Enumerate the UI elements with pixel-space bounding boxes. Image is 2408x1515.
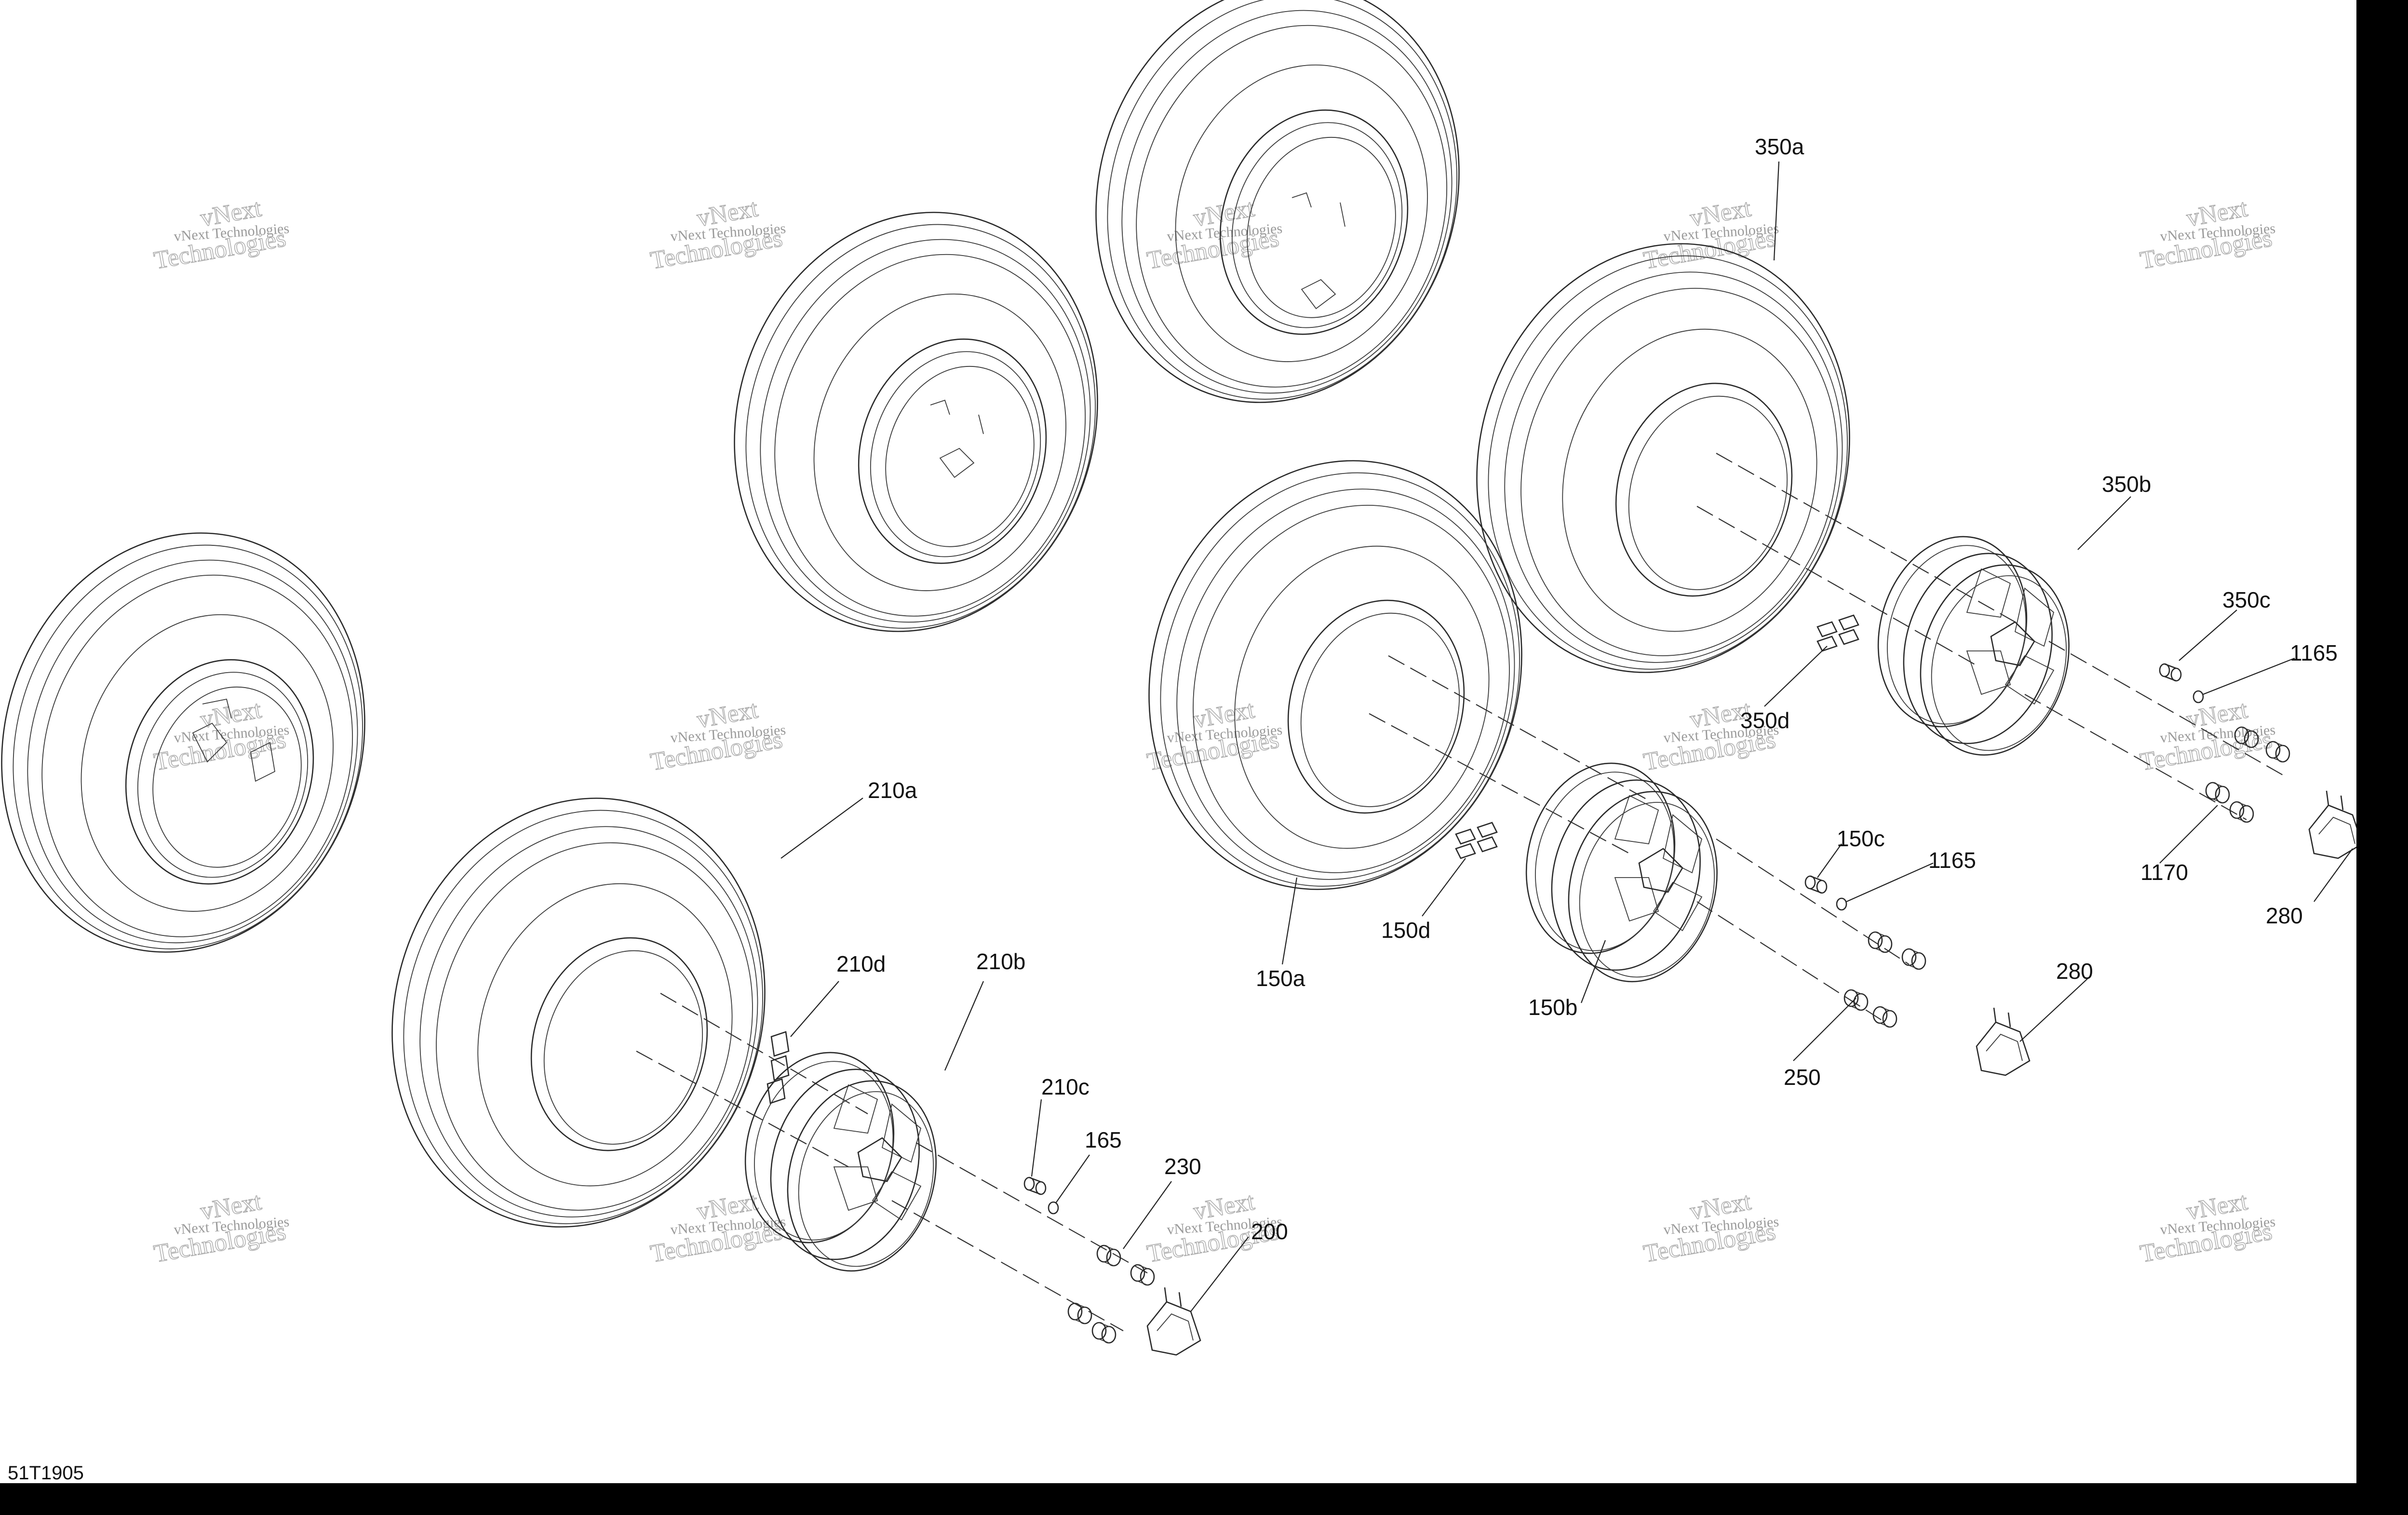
center-cap-280-mid [1976,1007,2031,1076]
center-cap-280-right [2308,790,2356,859]
nut-1165-top [2193,690,2204,703]
callout-labels: 350a 350b 350c 350d 1165 1170 280 150c 1… [836,134,2338,1244]
drawing-sheet: vNext vNext Technologies Technologies vN… [0,0,2356,1483]
label-350c: 350c [2222,587,2271,612]
lug-nuts-left [1067,1244,1155,1344]
label-350d: 350d [1740,708,1789,733]
label-200: 200 [1251,1219,1288,1244]
tire-150a [1096,413,1575,937]
nut-165 [1048,1201,1059,1215]
watermark-grid: vNext vNext Technologies Technologies vN… [151,194,2276,1268]
wheel-weights-350d [1816,614,1859,652]
label-350a: 350a [1755,134,1804,159]
label-210d: 210d [836,951,886,976]
leader-lines [780,161,2353,1312]
rim-350b [1857,519,2090,773]
label-150d: 150d [1381,918,1430,943]
rim-150b [1505,745,1738,1000]
label-280-mid: 280 [2056,959,2093,984]
label-150b: 150b [1528,995,1577,1020]
valve-350c [2159,663,2182,682]
assembly-axes [636,453,2286,1331]
valve-150c [1804,875,1828,894]
valve-210c [1023,1177,1047,1195]
rim-210b [724,1035,957,1289]
center-cap-200 [1146,1286,1201,1356]
label-1165-top: 1165 [2290,640,2338,665]
label-280-right: 280 [2266,903,2303,928]
wheel-weights-150d [1455,822,1498,859]
label-210c: 210c [1041,1074,1090,1099]
assembled-wheel-back-left [683,166,1149,678]
label-250: 250 [1784,1065,1821,1090]
drawing-code: 51T1905 [8,1462,84,1483]
label-210a: 210a [868,778,917,803]
label-1165-mid: 1165 [1928,848,1976,873]
nut-1165-mid [1836,897,1847,911]
label-230: 230 [1164,1154,1201,1179]
label-210b: 210b [976,949,1025,974]
assembled-wheel-far-left [0,487,417,999]
label-350b: 350b [2102,472,2151,497]
label-150c: 150c [1837,826,1885,851]
wheel-weights-210d [767,1031,790,1104]
label-150a: 150a [1256,966,1305,991]
tire-350a [1424,196,1903,720]
assembled-wheel-back-center [1044,0,1511,449]
label-1170: 1170 [2140,860,2188,885]
label-165: 165 [1085,1127,1122,1152]
lug-nuts-mid [1843,931,1926,1028]
